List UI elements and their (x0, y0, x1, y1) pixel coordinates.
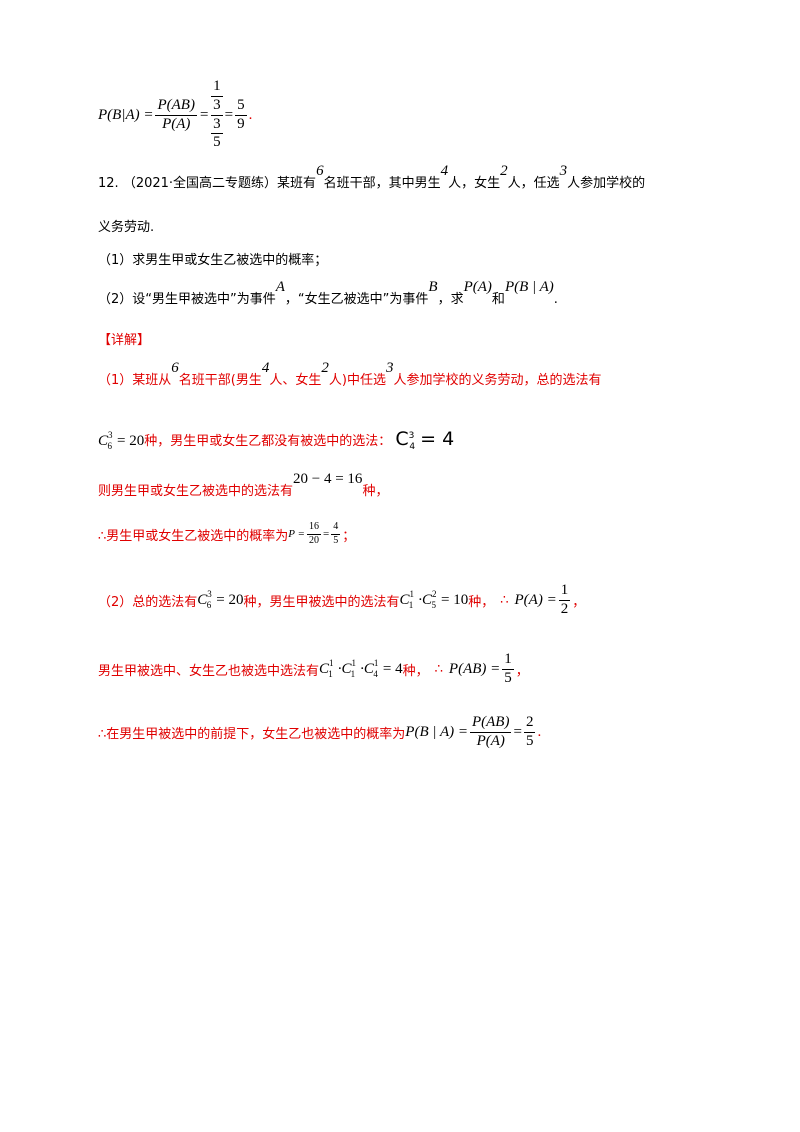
answer-line-3: 则男生甲或女生乙被选中的选法有20 − 4 = 16种， (98, 471, 389, 499)
top-formula-lhs: P(B|A) = (98, 106, 154, 123)
problem-line-1: 12. （2021·全国高二专题练）某班有6名班干部，其中男生4人，女生2人，任… (98, 163, 646, 191)
problem-number: 12. (98, 176, 119, 191)
question-2: （2）设“男生甲被选中”为事件A，“女生乙被选中”为事件B，求P(A)和P(B … (98, 279, 558, 307)
top-formula: P(B|A) = P(AB) P(A) = 1 3 3 5 = 5 9 . (98, 78, 253, 151)
answer-line-7: ∴在男生甲被选中的前提下，女生乙也被选中的概率为 P(B | A) = P(AB… (98, 714, 542, 749)
answer-heading: 【详解】 (98, 333, 151, 348)
answer-line-1: （1）某班从6名班干部(男生4人、女生2人)中任选3人参加学校的义务劳动，总的选… (98, 360, 602, 388)
top-formula-nested-frac: 1 3 3 5 (211, 78, 223, 151)
answer-line-2: C36= 20种，男生甲或女生乙都没有被选中的选法： C34= 4 (98, 428, 455, 452)
top-formula-result: 5 9 (235, 96, 247, 132)
problem-source: （2021·全国高二专题练） (122, 176, 278, 191)
problem-line-2: 义务劳动. (98, 220, 155, 235)
question-1: （1）求男生甲或女生乙被选中的概率； (98, 253, 328, 268)
answer-line-5: （2）总的选法有 C36= 20 种，男生甲被选中的选法有 C11·C25= 1… (98, 582, 586, 617)
answer-line-6: 男生甲被选中、女生乙也被选中选法有 C11·C11·C14= 4 种， ∴ P(… (98, 651, 529, 686)
top-formula-frac: P(AB) P(A) (155, 96, 197, 132)
